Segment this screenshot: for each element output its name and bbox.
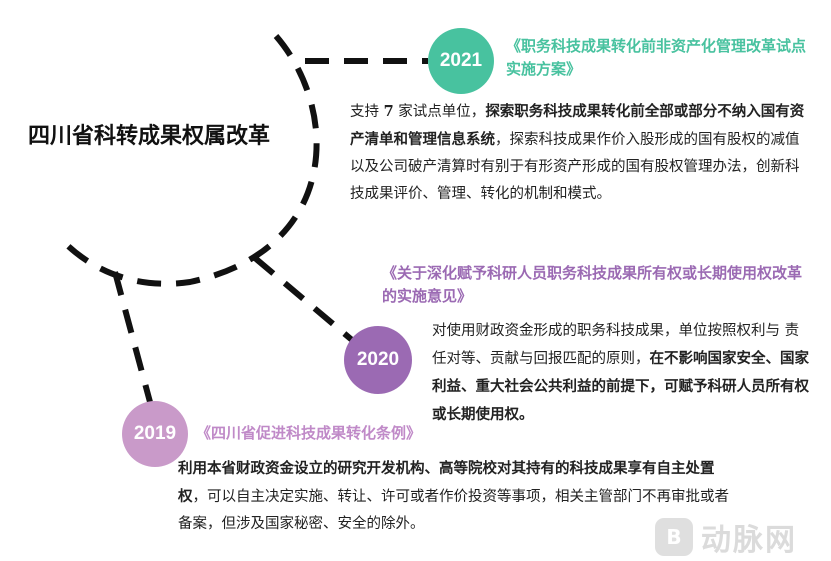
description-segment: 家试点单位， xyxy=(393,104,486,120)
description-segment: 利用本省财政资金设立的研究开发机构、高等院校对其持有的科技成果享有自主处置权 xyxy=(178,460,715,505)
watermark: B 动脉网 xyxy=(655,515,797,559)
year-badge-2021: 2021 xyxy=(428,28,494,94)
policy-description-2021: 支持 7 家试点单位，探索职务科技成果转化前全部或部分不纳入国有资产清单和管理信… xyxy=(350,98,810,208)
watermark-logo-icon: B xyxy=(655,518,693,556)
description-segment: 对使用财政资金形成的职务科技成果，单位按照权利与 责任对等、贡献与回报匹配的原则… xyxy=(432,323,800,367)
description-segment: 支持 xyxy=(350,104,384,120)
year-badge-2020: 2020 xyxy=(344,326,412,394)
policy-title-2020: 《关于深化赋予科研人员职务科技成果所有权或长期使用权改革的实施意见》 xyxy=(382,264,803,305)
page-title: 四川省科转成果权属改革 xyxy=(28,124,271,149)
policy-title-2021: 《职务科技成果转化前非资产化管理改革试点实施方案》 xyxy=(506,37,807,78)
main-curve-arc xyxy=(57,34,320,287)
policy-description-2019: 利用本省财政资金设立的研究开发机构、高等院校对其持有的科技成果享有自主处置权，可… xyxy=(178,455,730,538)
year-badge-2019: 2019 xyxy=(122,401,188,467)
description-segment: 探索职务科技成果转化前全部或部分不纳入国有资产清单和管理信息系统 xyxy=(350,103,805,148)
policy-description-2020: 对使用财政资金形成的职务科技成果，单位按照权利与 责任对等、贡献与回报匹配的原则… xyxy=(432,318,812,429)
watermark-text: 动脉网 xyxy=(701,523,797,558)
policy-title-2019: 《四川省促进科技成果转化条例》 xyxy=(196,424,422,442)
description-segment: ，探索科技成果作价入股形成的国有股权的减值以及公司破产清算时有别于有形资产形成的… xyxy=(350,132,800,202)
connector-2019 xyxy=(112,271,153,403)
description-segment: ，可以自主决定实施、转让、许可或者作价投资等事项，相关主管部门不再审批或者备案，… xyxy=(178,489,729,532)
description-segment: 7 xyxy=(383,103,394,120)
connector-2020 xyxy=(253,255,354,343)
description-segment: 在不影响国家安全、国家利益、重大社会公共利益的前提下，可赋予科研人员所有权或长期… xyxy=(432,350,809,423)
